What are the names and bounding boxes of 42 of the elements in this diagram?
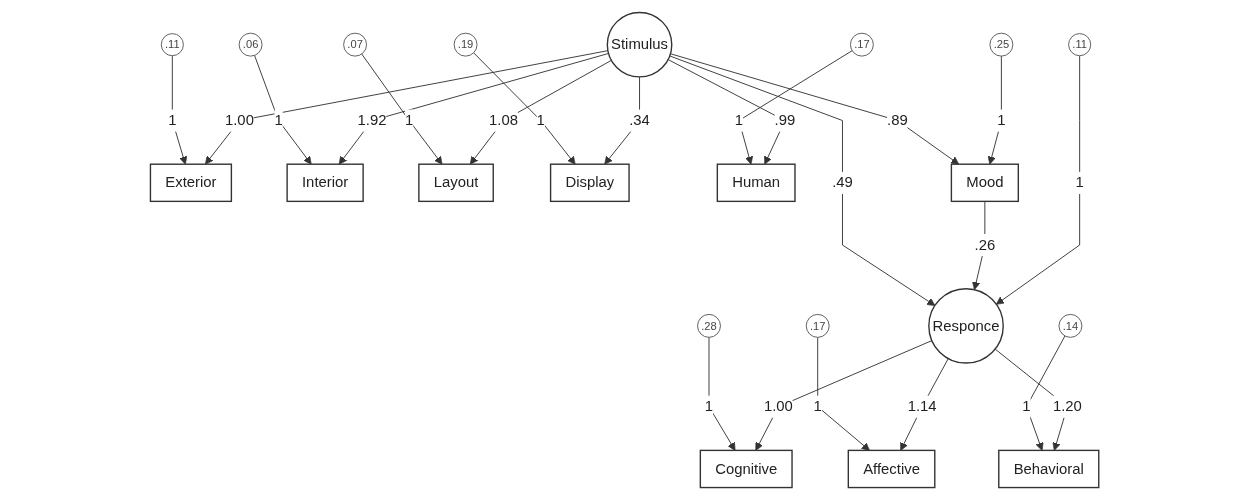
node-circle	[454, 32, 478, 57]
node-box	[550, 163, 631, 203]
node-circle	[928, 288, 1005, 364]
edge-label: 1	[536, 112, 546, 128]
edge-label: 1	[997, 112, 1006, 128]
node-circle	[806, 313, 831, 338]
edge-label: 1.20	[1053, 398, 1083, 415]
edge-label: .34	[629, 112, 651, 128]
edge-label: 1	[813, 398, 823, 415]
node-circle	[161, 33, 185, 57]
node-box	[150, 163, 233, 203]
edge-label: 1.00	[764, 398, 794, 415]
node-circle	[1058, 313, 1083, 338]
node-circle	[607, 11, 673, 78]
edge-label: 1	[274, 112, 284, 128]
edge-label: 1	[168, 112, 177, 128]
node-circle	[697, 313, 722, 338]
node-box	[951, 163, 1020, 203]
edge-label: 1	[405, 112, 414, 128]
edge-label: 1.08	[489, 112, 519, 128]
node-circle	[850, 32, 875, 57]
edge-label: 1	[1022, 398, 1032, 415]
edge-label: 1	[735, 112, 744, 128]
edge-label: .49	[832, 174, 854, 191]
edge-label: 1	[1075, 174, 1085, 191]
edge-label: .26	[974, 236, 996, 253]
node-box	[717, 163, 797, 203]
node-box	[418, 163, 495, 203]
node-box	[848, 449, 936, 489]
node-box	[286, 163, 365, 203]
edge-label: .89	[887, 112, 909, 128]
node-circle	[989, 32, 1014, 57]
edge-label: 1.00	[225, 112, 255, 128]
edge-label: 1.92	[357, 112, 387, 128]
edge-label: 1	[705, 398, 714, 415]
edge-label: 1.14	[908, 398, 937, 415]
edge-label: .99	[774, 112, 796, 128]
node-box	[700, 449, 794, 489]
node-circle	[1068, 33, 1092, 57]
node-circle	[343, 32, 368, 57]
node-box	[998, 449, 1100, 489]
node-circle	[239, 32, 263, 57]
